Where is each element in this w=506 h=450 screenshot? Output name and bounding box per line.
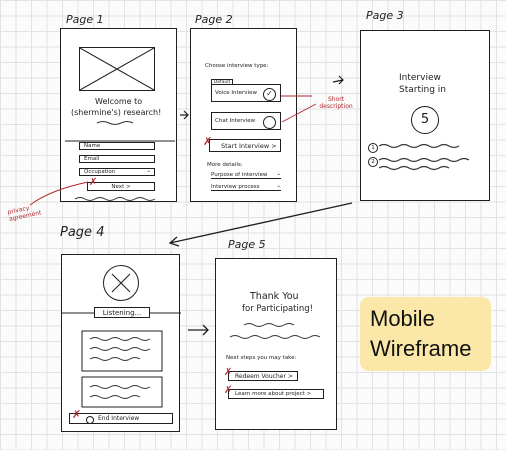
detail-purpose[interactable]: Purpose of interview ⌄: [211, 171, 281, 179]
chat-interview-option[interactable]: Chat Interview: [211, 112, 281, 130]
page-4-label: Page 4: [60, 225, 105, 240]
occupation-field-label: Occupation: [84, 169, 116, 175]
email-field[interactable]: Email: [79, 155, 155, 163]
step-1-number: 1: [371, 145, 375, 151]
participating-title: for Participating!: [242, 304, 314, 314]
short-description-annotation: Short description: [318, 96, 354, 110]
chevron-down-icon: ⌄: [276, 183, 281, 189]
selection-mark-icon: ✗: [203, 135, 213, 148]
page-3-label: Page 3: [366, 9, 404, 22]
short-description-text: Short description: [319, 96, 353, 110]
more-details-label: More details:: [207, 162, 243, 168]
countdown-circle: 5: [411, 106, 439, 134]
stop-circle-icon: [86, 416, 94, 424]
page-2-frame: Choose interview type: Default Voice Int…: [190, 28, 297, 202]
detail-process-label: Interview process: [211, 184, 260, 190]
voice-interview-label: Voice Interview: [215, 90, 257, 96]
next-button-label: Next >: [111, 184, 131, 190]
check-circle-icon: ✓: [263, 88, 276, 101]
chevron-down-icon: ⌄: [146, 168, 151, 174]
step-2-marker: 2: [368, 157, 378, 167]
voice-interview-option[interactable]: Voice Interview ✓: [211, 84, 281, 102]
research-title: (shermine's) research!: [71, 108, 162, 117]
listening-status: Listening...: [94, 307, 150, 318]
voucher-mark-icon: ✗: [224, 367, 233, 378]
privacy-checkbox-icon[interactable]: ✗: [89, 177, 98, 188]
radio-circle-icon: [263, 116, 276, 129]
step-1-marker: 1: [368, 143, 378, 153]
occupation-field[interactable]: Occupation ⌄: [79, 168, 155, 176]
page-1-scribbles: [65, 121, 175, 142]
image-placeholder: [79, 47, 155, 91]
sticky-note: Mobile Wireframe: [360, 297, 491, 371]
starting-in-title: Starting in: [399, 85, 446, 95]
start-interview-button[interactable]: Start Interview >: [209, 139, 281, 152]
page-4-scribbles: [62, 312, 181, 408]
listening-label: Listening...: [102, 309, 142, 317]
redeem-voucher-button[interactable]: Redeem Voucher >: [228, 371, 298, 381]
chevron-down-icon: ⌄: [276, 171, 281, 177]
image-placeholder-icon: [79, 47, 155, 91]
countdown-number: 5: [420, 112, 430, 127]
name-field[interactable]: Name: [79, 142, 155, 150]
choose-type-label: Choose interview type:: [205, 63, 269, 69]
detail-process[interactable]: Interview process ⌄: [211, 183, 281, 191]
project-mark-icon: ✗: [224, 385, 233, 396]
page-1-frame: Welcome to (shermine's) research! Name E…: [60, 28, 177, 202]
microphone-circle-icon: [103, 265, 139, 301]
start-interview-label: Start Interview >: [221, 142, 277, 150]
next-button[interactable]: Next >: [87, 182, 155, 191]
end-interview-button[interactable]: End Interview: [69, 413, 173, 424]
name-field-label: Name: [84, 143, 101, 149]
page-3-scribbles: [379, 143, 470, 171]
detail-purpose-label: Purpose of interview: [211, 172, 268, 178]
welcome-title: Welcome to: [95, 97, 143, 106]
sticky-note-line-2: Wireframe: [370, 336, 472, 361]
page-2-label: Page 2: [195, 13, 233, 26]
next-steps-label: Next steps you may take:: [226, 355, 297, 361]
page-3-frame: Interview Starting in 5 1 2: [360, 30, 490, 201]
page-5-frame: Thank You for Participating! Next steps …: [215, 258, 337, 430]
page-1-label: Page 1: [66, 13, 104, 26]
learn-more-button[interactable]: Learn more about project >: [228, 389, 324, 399]
end-mark-icon: ✗: [72, 408, 82, 421]
page-1-footer-scribble: [75, 197, 156, 201]
email-field-label: Email: [84, 156, 100, 162]
page-4-frame: Listening... End Interview ✗: [61, 254, 181, 432]
step-2-number: 2: [371, 159, 375, 165]
interview-title: Interview: [399, 73, 441, 83]
sticky-note-line-1: Mobile: [370, 306, 435, 331]
thank-you-title: Thank You: [250, 291, 299, 302]
chat-interview-label: Chat Interview: [215, 118, 256, 124]
redeem-voucher-label: Redeem Voucher >: [235, 373, 293, 380]
page-5-scribbles: [229, 323, 321, 339]
learn-more-label: Learn more about project >: [235, 391, 312, 397]
page-5-label: Page 5: [228, 238, 266, 251]
end-interview-label: End Interview: [98, 415, 140, 422]
